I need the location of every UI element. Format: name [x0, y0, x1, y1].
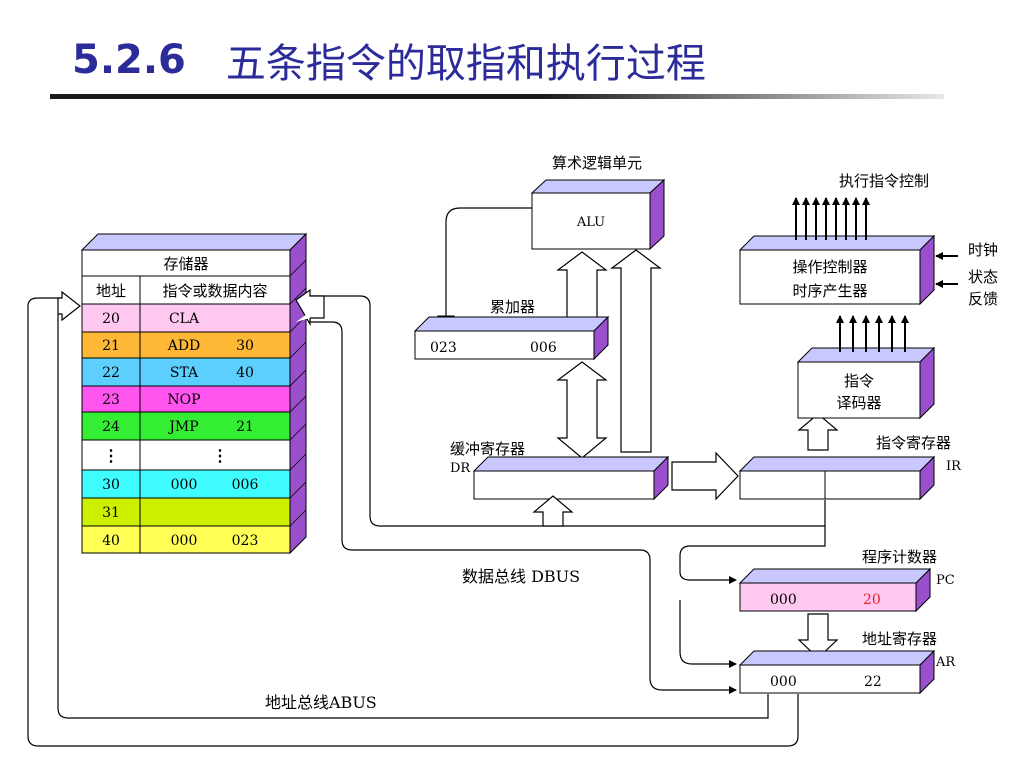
memory-addr: 23	[102, 392, 120, 408]
decoder-line2: 译码器	[836, 394, 881, 412]
buffer-register: 缓冲寄存器 DR	[450, 440, 670, 501]
memory-addr: 22	[102, 365, 120, 381]
dr-to-alu-arrow	[610, 249, 662, 453]
ir-abbr: IR	[946, 459, 962, 474]
memory-unit: 存储器 地址 指令或数据内容 20 CLA 21 ADD 30 22 STA 4…	[80, 232, 308, 555]
memory-op: 000	[171, 477, 198, 493]
memory-row: 23 NOP	[81, 385, 291, 413]
acc-value-left: 023	[430, 340, 457, 356]
ar-value-left: 000	[770, 674, 797, 690]
section-number: 5.2.6	[72, 37, 186, 83]
alu-feedback-line	[445, 207, 532, 318]
memory-col-content: 指令或数据内容	[162, 282, 267, 300]
clock-label: 时钟	[968, 241, 998, 259]
section-title: 五条指令的取指和执行过程	[225, 41, 706, 87]
dbus-label: 数据总线 DBUS	[462, 567, 580, 586]
controller-line2: 时序产生器	[792, 282, 867, 300]
memory-arg: 30	[236, 338, 254, 354]
memory-row: ⋮ ⋮	[81, 439, 291, 471]
memory-side-face	[289, 232, 307, 555]
memory-row: 40 000 023	[81, 525, 291, 554]
controller-top-label: 执行指令控制	[839, 172, 929, 190]
memory-row: 31	[81, 497, 291, 527]
memory-addr: 30	[102, 477, 120, 493]
title-underline	[50, 94, 944, 99]
dr-to-ir-arrow	[671, 451, 739, 501]
instruction-decoder: 指令 译码器	[796, 346, 936, 420]
pc-value-right: 20	[863, 592, 881, 608]
pc-value-left: 000	[770, 592, 797, 608]
pc-to-ar-arrow	[797, 613, 839, 659]
slide-title: 5.2.6 五条指令的取指和执行过程	[72, 28, 706, 92]
ar-title: 地址寄存器	[862, 630, 937, 648]
ir-to-decoder-arrow	[797, 413, 839, 451]
controller-line1: 操作控制器	[792, 258, 867, 276]
ar-abbr: AR	[935, 655, 956, 670]
memory-addr: 24	[102, 419, 120, 435]
ir-title: 指令寄存器	[876, 434, 951, 452]
bus-to-memory-arrow	[295, 288, 325, 327]
memory-addr: 40	[102, 533, 120, 549]
alu-unit: 算术逻辑单元 ALU	[530, 154, 666, 251]
memory-op: NOP	[167, 392, 200, 408]
memory-addr: 21	[102, 338, 120, 354]
abus-label: 地址总线ABUS	[265, 693, 377, 712]
memory-arg: 023	[232, 533, 259, 549]
memory-row: 30 000 006	[81, 469, 291, 499]
memory-row: 20 CLA	[81, 303, 291, 333]
status-label-2: 反馈	[968, 290, 998, 308]
memory-op: ADD	[167, 338, 201, 354]
memory-side-hatch	[289, 259, 307, 527]
memory-op: STA	[170, 365, 199, 381]
abus-to-memory-arrow	[57, 290, 81, 322]
ar-value-right: 22	[864, 674, 882, 690]
dr-title: 缓冲寄存器	[450, 440, 525, 458]
memory-addr: 20	[102, 311, 120, 327]
memory-arg: 006	[232, 477, 259, 493]
instruction-register: 指令寄存器 IR	[738, 434, 962, 501]
memory-top-face	[80, 233, 308, 251]
decoder-to-controller-arrows	[836, 315, 909, 352]
bus-to-dr-arrow	[532, 495, 574, 527]
decoder-line1: 指令	[844, 372, 874, 390]
data-bus-lines	[310, 295, 826, 694]
memory-row: 24 JMP 21	[81, 411, 291, 441]
acc-dr-arrow	[556, 361, 608, 459]
memory-row: 21 ADD 30	[81, 331, 291, 359]
address-register: 地址寄存器 AR 000 22	[738, 630, 956, 695]
acc-title: 累加器	[490, 298, 535, 316]
memory-op: 000	[171, 533, 198, 549]
acc-to-alu-arrow	[556, 251, 608, 319]
memory-addr: 31	[102, 505, 120, 521]
alu-title: 算术逻辑单元	[552, 154, 642, 172]
pc-abbr: PC	[936, 573, 955, 588]
operation-controller: 执行指令控制 操作控制器 时序产生器	[738, 172, 936, 306]
memory-op: JMP	[167, 419, 198, 435]
memory-title: 存储器	[163, 255, 208, 273]
pc-title: 程序计数器	[862, 548, 937, 566]
status-label-1: 状态	[968, 268, 998, 286]
memory-arg: 40	[236, 365, 254, 381]
memory-op: CLA	[169, 311, 200, 327]
execute-control-arrows	[792, 197, 870, 240]
memory-op: ⋮	[212, 446, 228, 465]
program-counter: 程序计数器 PC 000 20	[738, 548, 955, 613]
memory-arg: 21	[236, 419, 254, 435]
memory-row: 22 STA 40	[81, 357, 291, 387]
alu-label: ALU	[576, 215, 605, 230]
acc-value-right: 006	[530, 340, 557, 356]
memory-addr: ⋮	[103, 446, 119, 465]
accumulator: 累加器 023 006	[413, 298, 610, 361]
memory-col-addr: 地址	[96, 282, 126, 300]
dr-abbr: DR	[450, 461, 471, 476]
